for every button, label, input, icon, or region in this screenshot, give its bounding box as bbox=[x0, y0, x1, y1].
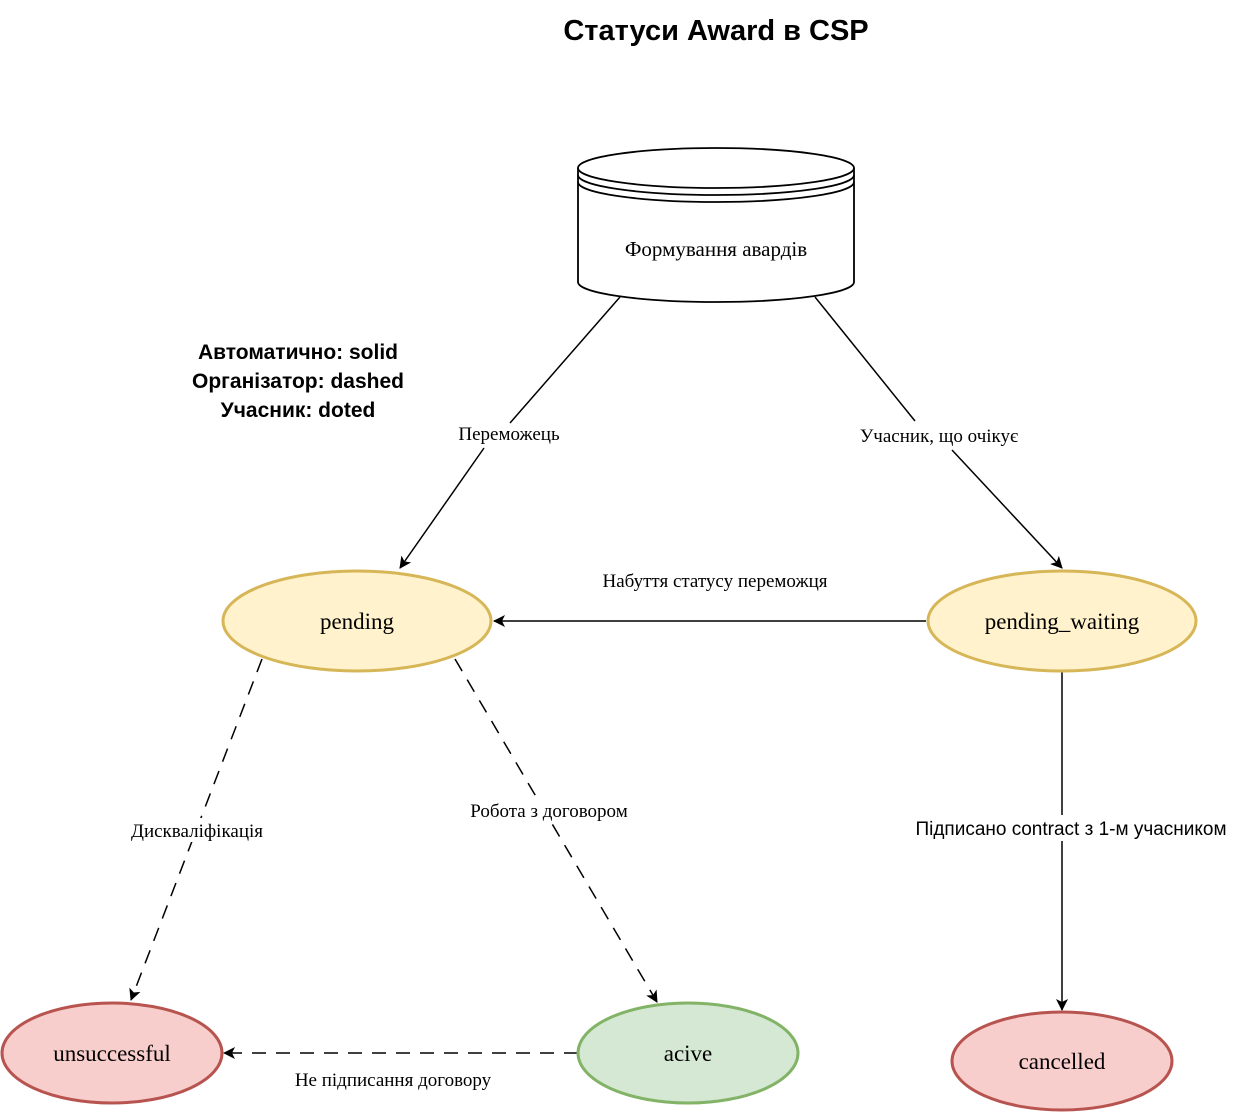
node-unsuccessful[interactable]: unsuccessful bbox=[0, 1001, 224, 1105]
edge-line bbox=[814, 296, 916, 422]
edge-label: Робота з договором bbox=[470, 801, 627, 822]
database-ring bbox=[577, 181, 855, 203]
node-shape bbox=[950, 1010, 1174, 1112]
node-source[interactable]: Формування авардів bbox=[577, 147, 855, 303]
node-shape bbox=[0, 1001, 224, 1105]
node-shape bbox=[221, 569, 493, 673]
edge-line bbox=[509, 296, 621, 424]
edge-line bbox=[129, 658, 263, 1001]
edge-source-to-pending[interactable]: Переможець bbox=[399, 296, 621, 569]
edge-line bbox=[399, 447, 485, 569]
diagram-title: Статуси Award в CSP bbox=[563, 15, 868, 47]
node-pending[interactable]: pending bbox=[221, 569, 493, 673]
node-shape bbox=[926, 569, 1198, 673]
legend-line-dotted: Учасник: doted bbox=[221, 399, 376, 422]
edge-pending-to-unsuccessful[interactable]: Дискваліфікація bbox=[118, 658, 276, 1001]
database-top bbox=[577, 147, 855, 189]
edge-label-bg bbox=[455, 798, 643, 822]
edge-label-bg bbox=[118, 818, 276, 842]
edge-label: Підписано contract з 1-м учасником bbox=[915, 819, 1226, 840]
node-label: Формування авардів bbox=[625, 237, 807, 261]
node-pending-waiting[interactable]: pending_waiting bbox=[926, 569, 1198, 673]
node-label: cancelled bbox=[1019, 1049, 1106, 1074]
edge-label: Дискваліфікація bbox=[131, 821, 263, 842]
node-cancelled[interactable]: cancelled bbox=[950, 1010, 1174, 1112]
edge-label: Не підписання договору bbox=[295, 1070, 492, 1091]
edge-label: Учасник, що очікує bbox=[860, 426, 1018, 447]
edge-pending-to-active[interactable]: Робота з договором bbox=[454, 658, 658, 1003]
node-label: pending bbox=[320, 609, 395, 634]
edge-label: Переможець bbox=[458, 424, 560, 445]
edge-source-to-pending-waiting[interactable]: Учасник, що очікує bbox=[814, 296, 1063, 569]
edge-line bbox=[454, 658, 658, 1003]
edge-label: Набуття статусу переможця bbox=[603, 571, 828, 592]
database-body bbox=[577, 168, 855, 303]
legend-line-dashed: Організатор: dashed bbox=[192, 370, 404, 393]
database-ring bbox=[577, 174, 855, 196]
legend-line-solid: Автоматично: solid bbox=[198, 341, 398, 364]
node-active[interactable]: acive bbox=[576, 1001, 800, 1105]
node-label: acive bbox=[664, 1041, 713, 1066]
edge-label-bg bbox=[888, 815, 1254, 841]
legend: Автоматично: solid Організатор: dashed У… bbox=[192, 341, 404, 422]
node-label: pending_waiting bbox=[985, 609, 1140, 634]
edge-pending-waiting-to-pending[interactable]: Набуття статусу переможця bbox=[493, 571, 926, 627]
edge-line bbox=[951, 449, 1063, 569]
node-label: unsuccessful bbox=[53, 1041, 171, 1066]
edge-active-to-unsuccessful[interactable]: Не підписання договору bbox=[223, 1047, 578, 1091]
edge-pending-waiting-to-cancelled[interactable]: Підписано contract з 1-м учасником bbox=[888, 672, 1254, 1011]
node-shape bbox=[576, 1001, 800, 1105]
